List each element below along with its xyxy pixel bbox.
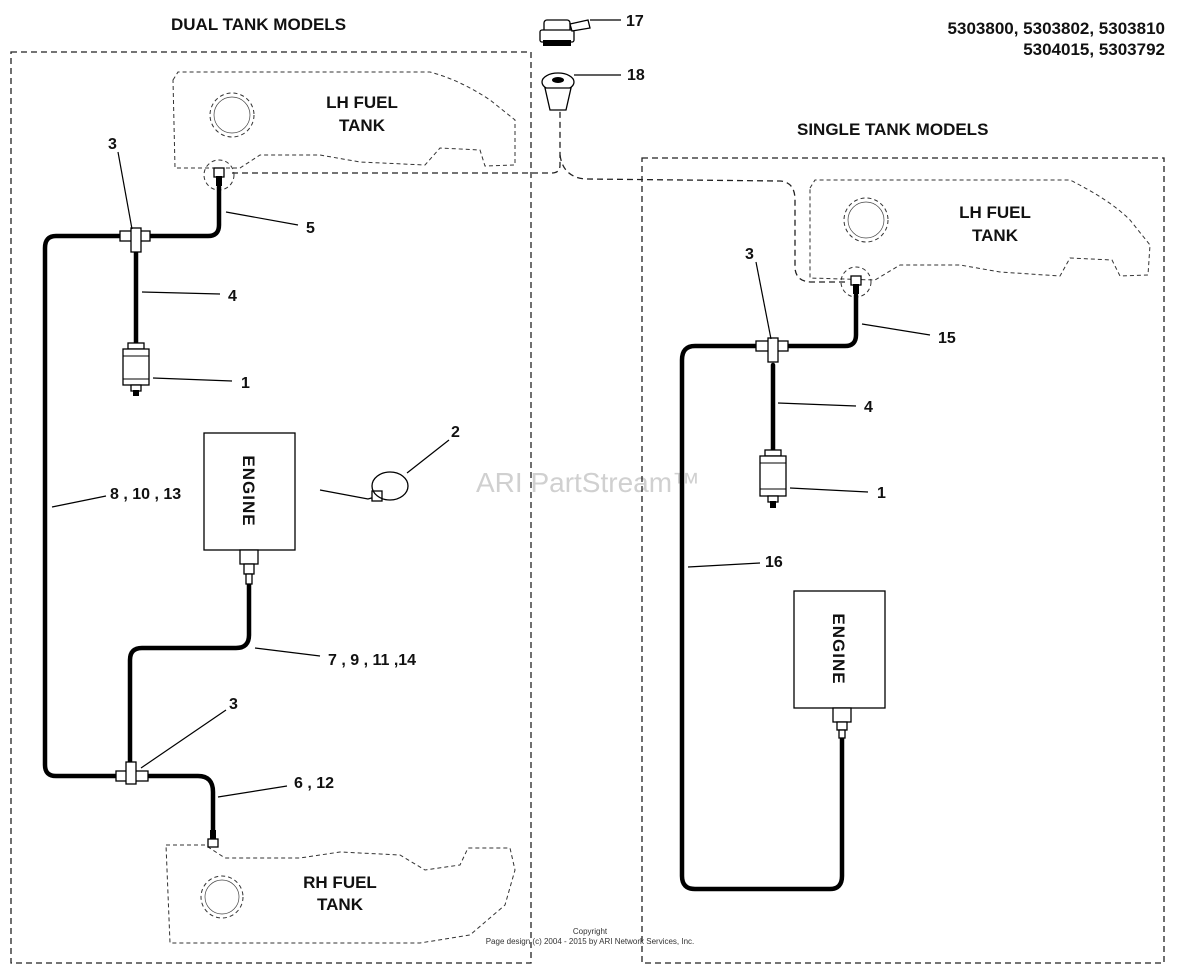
leader-7-9-11-14 bbox=[254, 647, 321, 657]
callout-3-bottom: 3 bbox=[229, 696, 238, 713]
leader-3-bottom bbox=[140, 709, 227, 769]
dual-tank-section-border bbox=[10, 51, 532, 964]
single-lh-tank-label-2: TANK bbox=[972, 226, 1019, 245]
callout-4-left: 4 bbox=[228, 288, 237, 305]
vent-line-single bbox=[559, 154, 845, 283]
single-lh-fuel-tank bbox=[809, 179, 1151, 281]
dual-engine-label: ENGINE bbox=[239, 455, 258, 526]
leader-8-10-13 bbox=[51, 495, 107, 508]
hose-7-9-11-14 bbox=[127, 580, 252, 771]
tee-fitting-bottom bbox=[115, 761, 149, 785]
dual-lh-tank-label-1: LH FUEL bbox=[326, 93, 398, 112]
model-numbers-line-2: 5304015, 5303792 bbox=[1023, 40, 1165, 59]
watermark: ARI PartStream™ bbox=[476, 467, 700, 498]
hose-6-12 bbox=[145, 773, 216, 833]
callout-8-10-13: 8 , 10 , 13 bbox=[110, 486, 181, 503]
single-lh-tank-cap-circle bbox=[843, 197, 889, 243]
leader-1-left bbox=[152, 377, 233, 382]
dual-lh-tank-cap-circle bbox=[209, 92, 255, 138]
hose-15 bbox=[785, 292, 859, 349]
callout-16: 16 bbox=[765, 554, 783, 571]
single-engine-box bbox=[793, 590, 886, 709]
copyright-line-2: Page design (c) 2004 - 2015 by ARI Netwo… bbox=[486, 937, 695, 946]
dual-lh-outlet-fitting bbox=[213, 167, 225, 186]
leader-4-left bbox=[141, 291, 221, 295]
dual-rh-outlet-fitting bbox=[207, 830, 219, 848]
dual-lh-tank-label-2: TANK bbox=[339, 116, 386, 135]
cable-tie-part bbox=[319, 471, 409, 502]
dual-engine-fitting bbox=[239, 549, 259, 585]
callout-2: 2 bbox=[451, 424, 460, 441]
dual-engine-box bbox=[203, 432, 296, 551]
dual-rh-tank-cap-circle bbox=[200, 875, 244, 919]
hose-16 bbox=[679, 343, 845, 892]
copyright-line-1: Copyright bbox=[573, 927, 608, 936]
dual-rh-tank-label-2: TANK bbox=[317, 895, 364, 914]
leader-5 bbox=[225, 211, 299, 226]
dual-tank-heading: DUAL TANK MODELS bbox=[171, 15, 346, 34]
callout-17: 17 bbox=[626, 13, 644, 30]
callout-15: 15 bbox=[938, 330, 956, 347]
hose-8-10-13 bbox=[42, 233, 123, 779]
single-tank-heading: SINGLE TANK MODELS bbox=[797, 120, 988, 139]
leader-6-12 bbox=[217, 785, 288, 798]
hose-5 bbox=[147, 184, 222, 239]
leader-3-right bbox=[755, 261, 772, 340]
adapter-grommet-part bbox=[541, 72, 575, 111]
fuel-filter-right bbox=[759, 449, 787, 508]
callout-5: 5 bbox=[306, 220, 315, 237]
leader-16 bbox=[687, 562, 761, 568]
leader-3-top bbox=[117, 151, 133, 230]
leader-15 bbox=[861, 323, 931, 336]
callout-1-left: 1 bbox=[241, 375, 250, 392]
callout-3-right: 3 bbox=[745, 246, 754, 263]
vent-line-dual bbox=[232, 100, 561, 174]
leader-2 bbox=[406, 439, 450, 474]
callout-7-9-11-14: 7 , 9 , 11 ,14 bbox=[328, 652, 416, 669]
callout-4-right: 4 bbox=[864, 399, 873, 416]
tee-fitting-top bbox=[119, 227, 151, 253]
single-lh-tank-label-1: LH FUEL bbox=[959, 203, 1031, 222]
tee-fitting-right bbox=[755, 337, 789, 363]
single-engine-label: ENGINE bbox=[829, 613, 848, 684]
single-engine-fitting bbox=[832, 707, 852, 739]
callout-6-12: 6 , 12 bbox=[294, 775, 334, 792]
dual-lh-fuel-tank bbox=[172, 71, 516, 169]
model-numbers-line-1: 5303800, 5303802, 5303810 bbox=[948, 19, 1165, 38]
fuel-filter-left bbox=[122, 342, 150, 396]
leader-1-right bbox=[789, 487, 869, 493]
callout-3-top: 3 bbox=[108, 136, 117, 153]
single-outlet-fitting bbox=[850, 275, 862, 294]
dual-rh-fuel-tank bbox=[165, 844, 516, 944]
fuel-cap-part bbox=[539, 19, 591, 46]
leader-4-right bbox=[777, 402, 857, 407]
dual-rh-tank-label-1: RH FUEL bbox=[303, 873, 377, 892]
callout-18: 18 bbox=[627, 67, 645, 84]
single-tank-section-border bbox=[641, 157, 1165, 964]
callout-1-right: 1 bbox=[877, 485, 886, 502]
